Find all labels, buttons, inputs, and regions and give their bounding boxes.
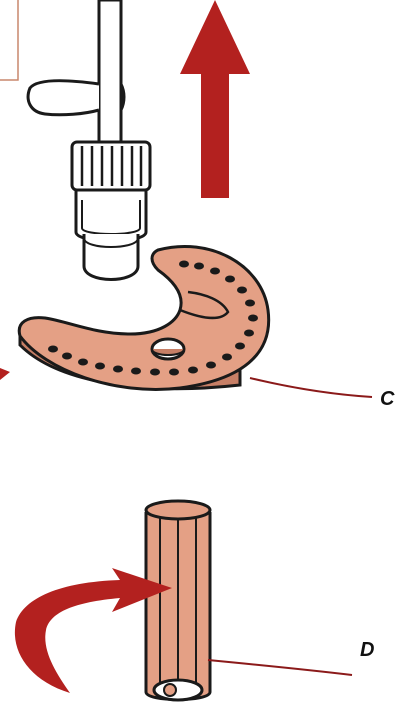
rotate-arrow-icon: [14, 568, 172, 693]
arrow-up-icon: [180, 0, 250, 198]
c-shaped-plate: [17, 244, 271, 391]
leader-line-c: [249, 377, 373, 398]
callout-label-c: C: [380, 388, 395, 410]
hex-rod: [144, 499, 212, 702]
callout-label-d: D: [360, 639, 375, 661]
cable-connector: [26, 0, 152, 281]
arrow-tip-icon: [0, 368, 10, 380]
frame-corner: [0, 0, 19, 81]
leader-line-d: [207, 659, 353, 676]
